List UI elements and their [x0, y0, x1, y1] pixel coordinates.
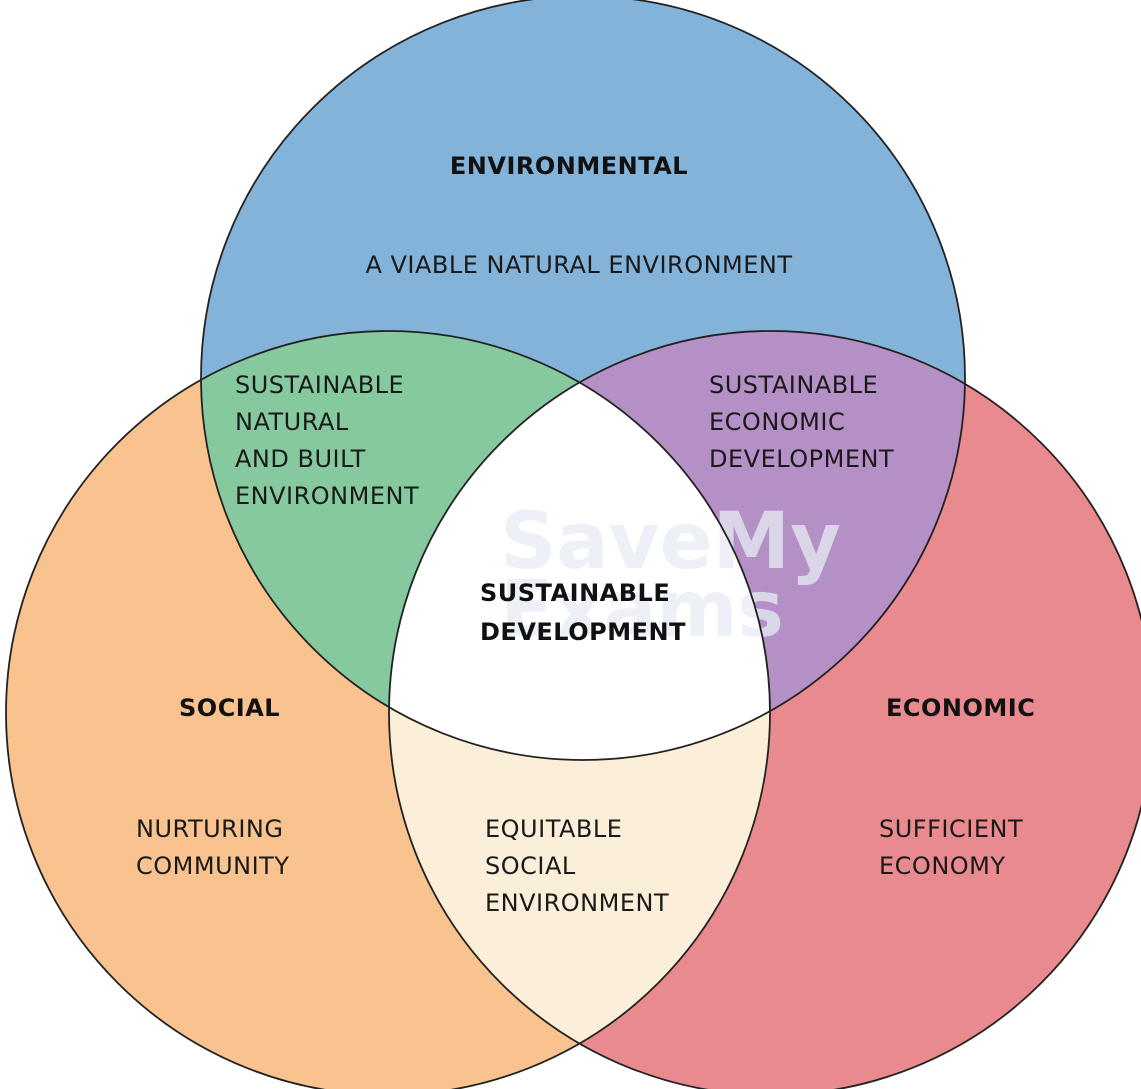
social-title: SOCIAL — [179, 694, 280, 722]
social-line-2: COMMUNITY — [136, 852, 289, 880]
environmental-subtitle: A VIABLE NATURAL ENVIRONMENT — [365, 251, 792, 279]
social-economic-label: EQUITABLE SOCIAL ENVIRONMENT — [485, 815, 669, 917]
env-social-line-1: SUSTAINABLE — [235, 371, 404, 399]
economic-line-1: SUFFICIENT — [879, 815, 1023, 843]
social-line-1: NURTURING — [136, 815, 283, 843]
env-social-line-3: AND BUILT — [235, 445, 366, 473]
center-line-2: DEVELOPMENT — [480, 618, 686, 646]
watermark-line-2: Exams — [500, 565, 784, 655]
center-line-1: SUSTAINABLE — [480, 579, 670, 607]
env-economic-line-3: DEVELOPMENT — [709, 445, 894, 473]
economic-outline — [388, 330, 1141, 1089]
environmental-outline — [200, 0, 966, 761]
social-economic-line-2: SOCIAL — [485, 852, 576, 880]
watermark-line-1: SaveMy — [500, 497, 841, 587]
env-economic-line-1: SUSTAINABLE — [709, 371, 878, 399]
economic-line-2: ECONOMY — [879, 852, 1006, 880]
economic-title: ECONOMIC — [886, 694, 1035, 722]
social-economic-line-1: EQUITABLE — [485, 815, 622, 843]
center-overlap — [389, 331, 770, 760]
env-social-label: SUSTAINABLE NATURAL AND BUILT ENVIRONMEN… — [235, 371, 419, 510]
center-label: SUSTAINABLE DEVELOPMENT — [480, 579, 686, 646]
social-economic-line-3: ENVIRONMENT — [485, 889, 669, 917]
watermark: SaveMy Exams — [500, 497, 841, 655]
env-economic-label: SUSTAINABLE ECONOMIC DEVELOPMENT — [709, 371, 894, 473]
social-outline — [5, 330, 771, 1089]
environmental-title: ENVIRONMENTAL — [450, 152, 688, 180]
env-social-line-2: NATURAL — [235, 408, 349, 436]
env-social-line-4: ENVIRONMENT — [235, 482, 419, 510]
env-economic-line-2: ECONOMIC — [709, 408, 845, 436]
